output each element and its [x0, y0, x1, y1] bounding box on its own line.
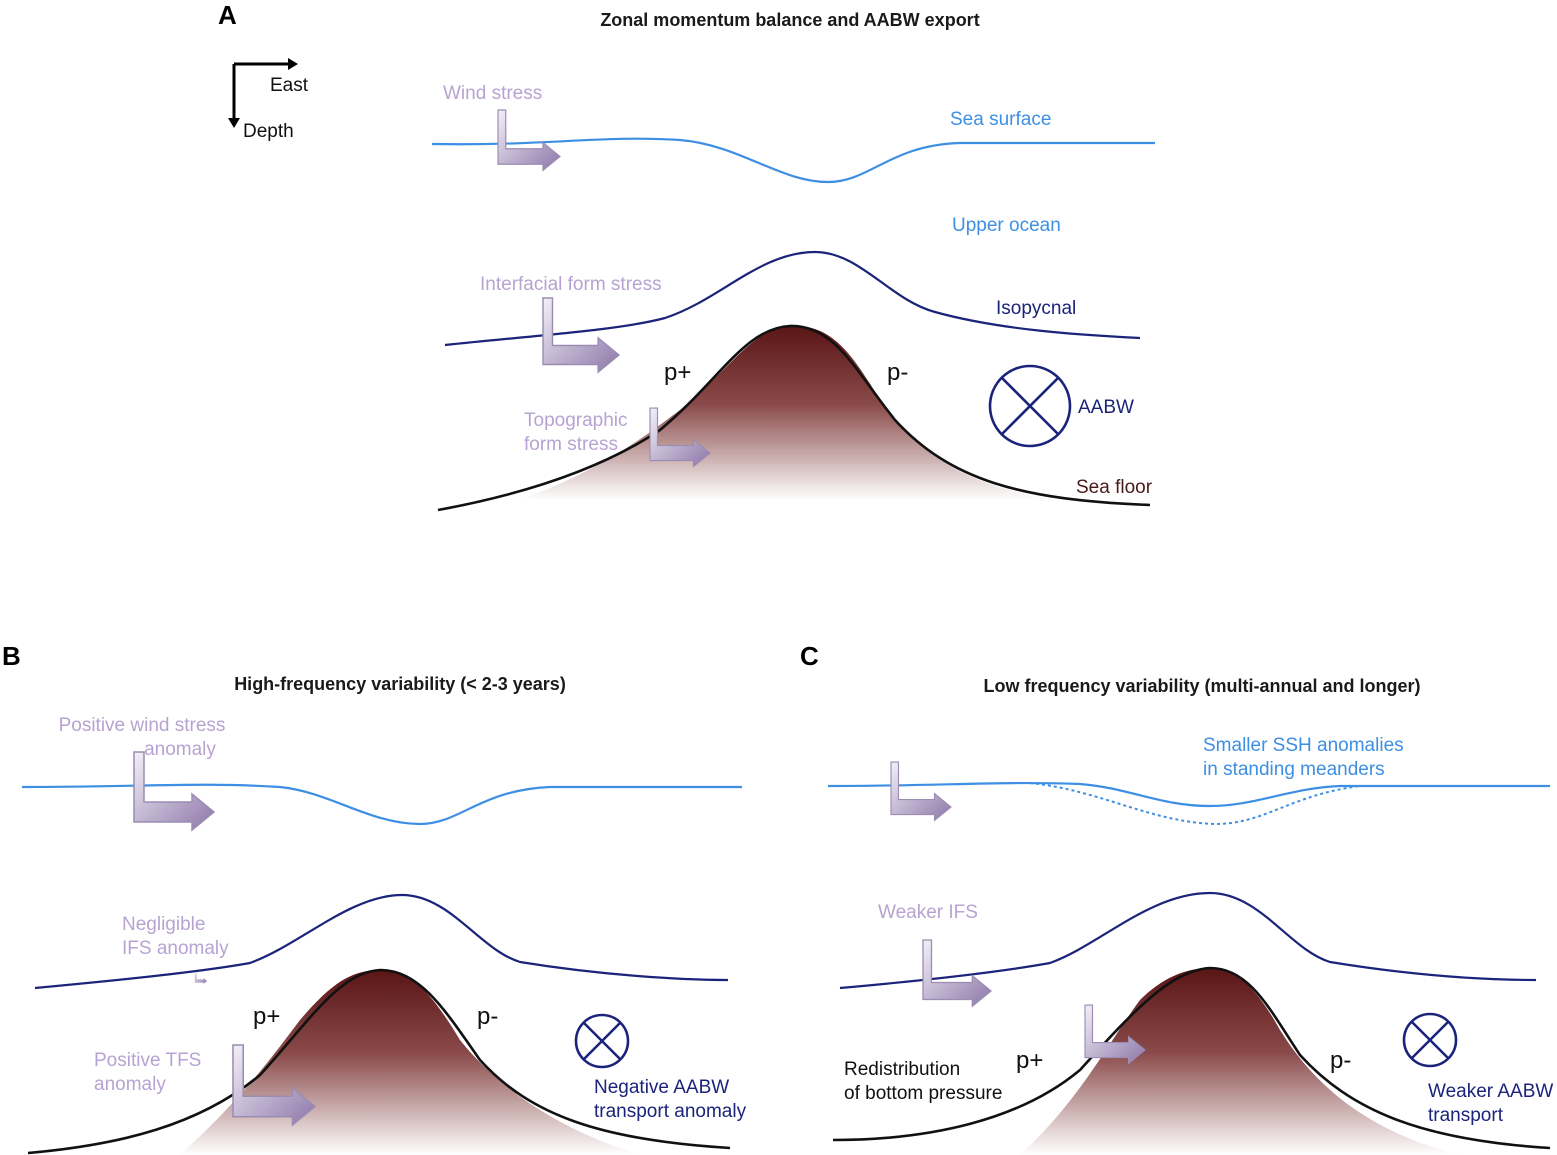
upper-ocean-label: Upper ocean: [952, 215, 1061, 236]
p-minus-label: p-: [1330, 1047, 1351, 1074]
topographic-label-line2: form stress: [524, 434, 618, 455]
circled-x-icon: [1402, 1012, 1458, 1068]
ifs-anomaly-label-line1: Negligible: [122, 914, 205, 935]
panel-a: A Zonal momentum balance and AABW export…: [218, 0, 1155, 512]
panel-b: B High-frequency variability (< 2-3 year…: [2, 641, 747, 1155]
tfs-anomaly-label-line2: anomaly: [94, 1074, 166, 1095]
circled-x-icon: [574, 1013, 630, 1069]
redistribution-label-line2: of bottom pressure: [844, 1083, 1002, 1104]
ifs-anomaly-arrow-icon: [194, 971, 208, 984]
panel-letter-a: A: [218, 0, 237, 30]
topographic-label-line1: Topographic: [524, 410, 628, 431]
sea-floor-label: Sea floor: [1076, 477, 1153, 498]
wind-stress-label: Wind stress: [443, 83, 542, 104]
wind-stress-arrow-icon: [497, 109, 561, 172]
isopycnal-label: Isopycnal: [996, 298, 1076, 319]
aabw-anomaly-label-line2: transport anomaly: [594, 1101, 747, 1122]
p-plus-label: p+: [664, 359, 691, 386]
ssh-label-line1: Smaller SSH anomalies: [1203, 735, 1404, 756]
interfacial-form-stress-label: Interfacial form stress: [480, 274, 662, 295]
wind-stress-arrow-icon: [132, 750, 216, 832]
aabw-anomaly-label-line1: Negative AABW: [594, 1077, 729, 1098]
isopycnal-line: [444, 250, 1141, 347]
topography-hill: [180, 970, 640, 1155]
panel-a-title: Zonal momentum balance and AABW export: [600, 10, 979, 30]
redistribution-label-line1: Redistribution: [844, 1059, 960, 1080]
weaker-ifs-label: Weaker IFS: [878, 902, 978, 923]
axis-arrow-icon: [228, 58, 298, 128]
p-minus-label: p-: [887, 359, 908, 386]
panel-c: C Low frequency variability (multi-annua…: [800, 641, 1553, 1155]
circled-x-icon: [988, 364, 1072, 448]
wind-anomaly-label-line1: Positive wind stress: [59, 715, 226, 736]
ifs-anomaly-label-line2: IFS anomaly: [122, 938, 229, 959]
sea-surface-line: [827, 781, 1550, 808]
weaker-aabw-label-line2: transport: [1428, 1105, 1504, 1126]
panel-c-title: Low frequency variability (multi-annual …: [983, 676, 1420, 696]
sea-floor-line: [437, 324, 1151, 512]
weaker-aabw-label-line1: Weaker AABW: [1428, 1081, 1553, 1102]
sea-floor-line: [832, 966, 1551, 1150]
isopycnal-line: [34, 893, 729, 990]
p-plus-label: p+: [1016, 1047, 1043, 1074]
wind-anomaly-label-line2: anomaly: [144, 739, 216, 760]
previous-sea-surface-dotted: [1029, 782, 1361, 826]
wind-stress-arrow-icon: [890, 761, 952, 822]
sea-surface-label: Sea surface: [950, 109, 1051, 130]
panel-b-title: High-frequency variability (< 2-3 years): [234, 674, 566, 694]
sea-surface-line: [21, 783, 742, 826]
sea-surface-line: [431, 137, 1155, 184]
isopycnal-line: [839, 891, 1537, 990]
axis-east-label: East: [270, 75, 309, 96]
p-minus-label: p-: [477, 1003, 498, 1030]
topography-hill: [1020, 968, 1460, 1155]
axis-depth-label: Depth: [243, 121, 294, 142]
ssh-label-line2: in standing meanders: [1203, 759, 1385, 780]
aabw-label: AABW: [1078, 397, 1134, 418]
sea-floor-line: [27, 968, 731, 1155]
panel-letter-b: B: [2, 641, 21, 671]
panel-letter-c: C: [800, 641, 819, 671]
p-plus-label: p+: [253, 1003, 280, 1030]
tfs-anomaly-label-line1: Positive TFS: [94, 1050, 201, 1071]
